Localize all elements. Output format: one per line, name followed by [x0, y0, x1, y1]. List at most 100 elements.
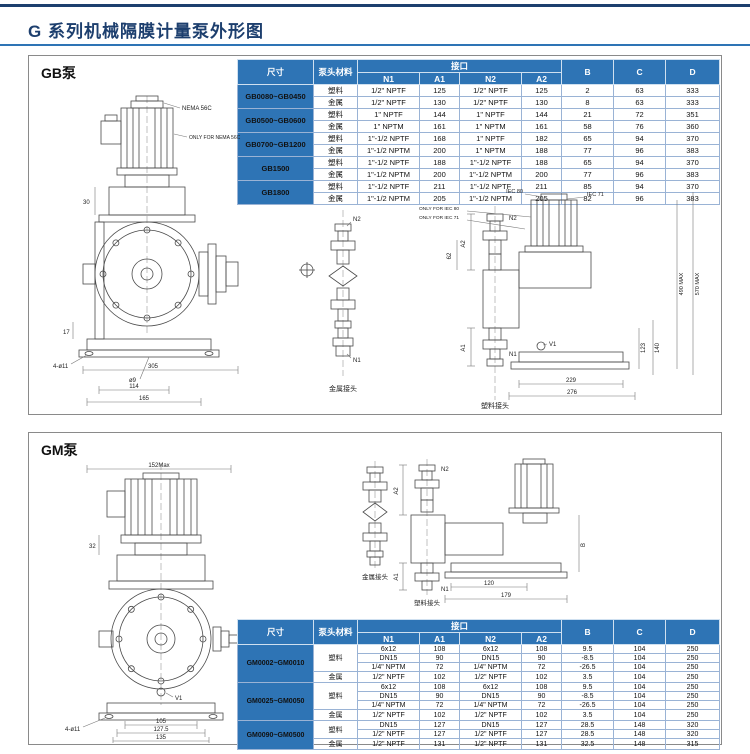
- table-row: GM0090~GM0500 塑料 DN15 127 DN15 127 28.5 …: [237, 720, 721, 750]
- value-cell: 104: [613, 662, 667, 672]
- value-cell: 315: [665, 738, 721, 750]
- value-cell: 148: [613, 729, 667, 739]
- value-cell: DN15: [357, 653, 420, 663]
- value-cell: 94: [613, 132, 667, 145]
- dim-dia9: ø9: [129, 378, 137, 384]
- dim-276: 276: [567, 390, 578, 396]
- size-cell: GM0025~GM0050: [237, 682, 314, 721]
- gb-side-base: [510, 351, 630, 370]
- value-cell: 127: [520, 729, 563, 739]
- n1-label: N1: [509, 352, 517, 358]
- value-cell: 96: [613, 192, 667, 205]
- value-cell: 250: [665, 709, 721, 721]
- gm-front-base: [98, 702, 224, 721]
- value-cell: DN15: [357, 691, 420, 701]
- table-subheader-row: N1 A1 N2 A2: [238, 632, 720, 645]
- value-cell: 96: [613, 168, 667, 181]
- material-cell: 塑料: [313, 84, 358, 97]
- table-row: GB0500~GB0600 塑料 1" NPTF 144 1" NPTF 144…: [237, 108, 721, 133]
- col-material: 泵头材料: [313, 619, 358, 645]
- value-cell: 250: [665, 644, 721, 654]
- value-cell: 102: [520, 709, 563, 721]
- nema-label: NEMA 56C: [182, 106, 212, 112]
- value-cell: 383: [665, 168, 721, 181]
- gm-front-view-drawing: 152Max 32: [65, 463, 240, 743]
- col-c: C: [613, 59, 667, 85]
- col-a2: A2: [520, 72, 563, 85]
- col-n2: N2: [459, 72, 522, 85]
- value-cell: 130: [419, 96, 460, 109]
- table-row: 金属 1" NPTM 161 1" NPTM 161 58 76 360: [238, 120, 721, 133]
- value-cell: 1/2" NPTF: [459, 729, 522, 739]
- table-row: 金属 1/2" NPTF 102 1/2" NPTF 102 3.5 104 2…: [238, 671, 721, 683]
- size-cell: GB0700~GB1200: [237, 132, 314, 157]
- value-cell: 108: [520, 644, 563, 654]
- only-iec80-label: ONLY FOR IEC 80: [419, 206, 459, 212]
- value-cell: 127: [419, 720, 460, 730]
- value-cell: -26.5: [561, 662, 615, 672]
- dim-127-5: 127.5: [153, 727, 169, 733]
- v1-label: V1: [175, 696, 183, 702]
- col-a2: A2: [520, 632, 563, 645]
- value-cell: 188: [520, 156, 563, 169]
- value-cell: 102: [520, 671, 563, 683]
- col-material: 泵头材料: [313, 59, 358, 85]
- col-n2: N2: [459, 632, 522, 645]
- value-cell: 9.5: [561, 682, 615, 692]
- col-n1: N1: [357, 632, 420, 645]
- value-cell: 72: [419, 700, 460, 710]
- value-cell: 104: [613, 700, 667, 710]
- value-cell: 1" NPTM: [459, 120, 522, 133]
- value-cell: 125: [520, 84, 563, 97]
- value-cell: 144: [419, 108, 460, 121]
- n2-label: N2: [353, 217, 361, 223]
- material-cell: 金属: [313, 738, 358, 750]
- value-cell: 182: [520, 132, 563, 145]
- gb-side-dimensions: IEC 80 IEC 71 ONLY FOR IEC 80 ONLY FOR I…: [419, 189, 701, 410]
- value-cell: 127: [520, 720, 563, 730]
- value-cell: 127: [419, 729, 460, 739]
- value-cell: DN15: [459, 653, 522, 663]
- value-cell: 1/2" NPTF: [357, 709, 420, 721]
- dim-123: 123: [641, 342, 647, 353]
- value-cell: 65: [561, 132, 615, 145]
- value-cell: 168: [419, 132, 460, 145]
- gb-front-motor: [98, 95, 196, 223]
- value-cell: 1/2" NPTF: [459, 84, 522, 97]
- top-rule: [0, 4, 750, 7]
- a2-label: A2: [461, 240, 467, 248]
- value-cell: 1/2" NPTF: [357, 96, 420, 109]
- gm-side-view-drawing: 金属接头 塑料接头 N2 N1 A2 A1 B 120 179: [362, 458, 587, 607]
- material-cell: 金属: [313, 709, 358, 721]
- dim-305: 305: [148, 364, 159, 370]
- value-cell: 6x12: [357, 644, 420, 654]
- dim-17: 17: [63, 330, 70, 336]
- value-cell: 6x12: [459, 682, 522, 692]
- value-cell: 6x12: [459, 644, 522, 654]
- title-rule: [0, 44, 750, 46]
- table-subheader-row: N1 A1 N2 A2: [238, 72, 720, 85]
- value-cell: 188: [419, 156, 460, 169]
- value-cell: 144: [520, 108, 563, 121]
- value-cell: 1" NPTF: [459, 108, 522, 121]
- gm-front-pump-head: [98, 588, 240, 697]
- material-cell: 塑料: [313, 156, 358, 169]
- value-cell: 76: [613, 120, 667, 133]
- value-cell: 200: [419, 144, 460, 157]
- dim-140: 140: [655, 342, 661, 353]
- value-cell: 333: [665, 84, 721, 97]
- n1-label: N1: [353, 358, 361, 364]
- value-cell: 250: [665, 691, 721, 701]
- metal-fitting-label: 金属接头: [362, 572, 389, 581]
- value-cell: 1"-1/2 NPTF: [459, 156, 522, 169]
- value-cell: 1" NPTM: [357, 120, 420, 133]
- value-cell: DN15: [357, 720, 420, 730]
- size-cell: GB1800: [237, 180, 314, 205]
- value-cell: 32.5: [561, 738, 615, 750]
- size-cell: GM0002~GM0010: [237, 644, 314, 683]
- n2-label: N2: [441, 467, 449, 473]
- value-cell: 63: [613, 96, 667, 109]
- gb-front-dimensions: NEMA 56C ONLY FOR NEMA 56C 30 17 4-ø11 3…: [53, 102, 241, 406]
- col-size: 尺寸: [237, 59, 314, 85]
- value-cell: 90: [419, 653, 460, 663]
